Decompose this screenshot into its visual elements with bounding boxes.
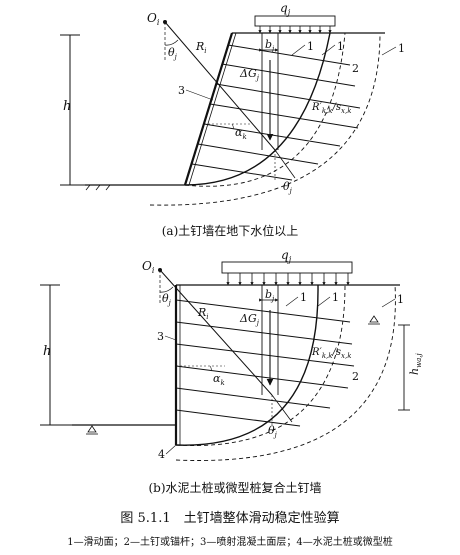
- caption-a: (a)土钉墙在地下水位以上: [162, 223, 299, 238]
- label-1-b-3: 1: [397, 293, 404, 306]
- water-head-label-b: hwa,j: [408, 353, 423, 375]
- label-2-b: 2: [352, 370, 359, 383]
- slice-b: [259, 285, 279, 395]
- slice-a: [259, 33, 279, 150]
- label-3-a: 3: [178, 84, 185, 97]
- label-1-a-2: 1: [337, 40, 344, 53]
- theta-label-a-top: θj: [168, 46, 178, 61]
- height-dimension-b: [40, 284, 75, 426]
- label-3-b: 3: [157, 330, 164, 343]
- nail-force-label-a: R′k,k/sx,k: [311, 102, 351, 115]
- surcharge-label-b: qj: [281, 248, 292, 264]
- surcharge-load-a: [254, 15, 336, 34]
- label-1-a-1: 1: [307, 40, 314, 53]
- caption-b: (b)水泥土桩或微型桩复合土钉墙: [148, 480, 321, 495]
- figure-legend: 1—滑动面；2—土钉或锚杆；3—喷射混凝土面层；4—水泥土桩或微型桩: [67, 535, 392, 548]
- alpha-label-b: αk: [213, 372, 225, 387]
- surcharge-label-a: qj: [280, 1, 291, 17]
- height-label-b: h: [43, 344, 51, 359]
- label-2-a: 2: [352, 62, 359, 75]
- nail-angle-a: [204, 123, 250, 130]
- radius-label-b: Ri: [197, 306, 209, 321]
- slice-weight-label-a: ΔGj: [239, 67, 260, 82]
- theta-label-b-top: θj: [162, 292, 172, 307]
- slip-center-b: [158, 268, 273, 396]
- base-normal-b: [271, 394, 293, 425]
- theta-label-a-base: θj: [283, 180, 293, 195]
- panel-b: h qj: [40, 248, 423, 461]
- figure-title: 图 5.1.1 土钉墙整体滑动稳定性验算: [120, 510, 339, 526]
- nail-angle-b: [176, 365, 225, 372]
- label-1-b-2: 1: [332, 291, 339, 304]
- soil-nails-a: [191, 44, 361, 181]
- slip-center-a: [163, 20, 276, 151]
- center-label-b: Oi: [142, 259, 155, 275]
- nail-force-label-b: R′k,k/sx,k: [311, 347, 351, 360]
- base-normal-a: [274, 149, 296, 180]
- shotcrete-facing-b: [174, 285, 181, 445]
- label-1-a-3: 1: [398, 42, 405, 55]
- panel-a: h qj: [60, 1, 405, 206]
- slice-weight-label-b: ΔGj: [239, 312, 260, 327]
- label-1-b-1: 1: [300, 291, 307, 304]
- slice-width-label-b: bj: [265, 288, 275, 303]
- radius-label-a: Ri: [195, 40, 207, 55]
- slip-surfaces-b: [175, 284, 396, 461]
- height-label-a: h: [63, 99, 71, 114]
- shotcrete-facing-a: [183, 32, 237, 186]
- center-label-a: Oi: [147, 11, 160, 27]
- surcharge-load-b: [221, 261, 353, 286]
- groundwater-level-b: [368, 315, 410, 411]
- label-4-b: 4: [158, 448, 165, 461]
- theta-label-b-base: θj: [268, 424, 278, 439]
- alpha-label-a: αk: [235, 126, 247, 141]
- slip-surfaces-a: [149, 32, 381, 206]
- slice-width-label-a: bj: [265, 38, 275, 53]
